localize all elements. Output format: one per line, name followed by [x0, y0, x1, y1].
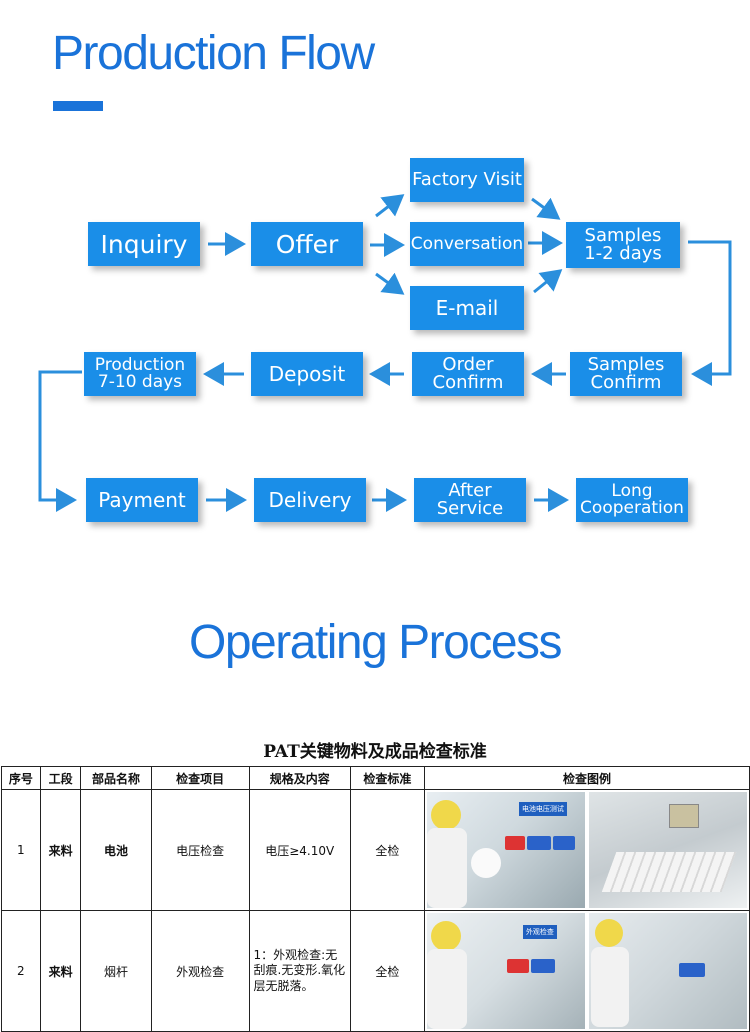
- step-long-cooperation: Long Cooperation: [576, 478, 688, 522]
- header-item: 检查项目: [150, 766, 250, 790]
- inspection-photo: 电池电压测试: [426, 792, 585, 908]
- inspection-table: 序号 工段 部品名称 检查项目 规格及内容 检查标准 检查图例 1 来料 电池 …: [1, 766, 750, 1032]
- step-order-confirm: Order Confirm: [412, 352, 524, 396]
- header-standard: 检查标准: [349, 766, 425, 790]
- arrow-email-samples: [533, 269, 563, 294]
- flow-connectors: [38, 194, 732, 512]
- step-offer: Offer: [251, 222, 363, 266]
- step-after-service: After Service: [414, 478, 526, 522]
- cell-spec: 电压≥4.10V: [248, 789, 351, 911]
- photo-sign: 电池电压测试: [518, 802, 567, 816]
- arrow-production-payment: [38, 370, 82, 512]
- cell-part: 电池: [80, 789, 152, 911]
- inspection-photo: [588, 792, 747, 908]
- cell-standard: 全检: [349, 910, 425, 1032]
- cell-stage: 来料: [39, 789, 82, 911]
- table-row: 1 来料 电池 电压检查 电压≥4.10V 全检 电池电压测试: [1, 789, 750, 911]
- step-conversation: Conversation: [410, 222, 524, 266]
- cell-standard: 全检: [349, 789, 425, 911]
- table-title: PAT关键物料及成品检查标准: [263, 742, 487, 762]
- cell-part: 烟杆: [80, 910, 152, 1032]
- arrow-offer-email: [375, 272, 405, 295]
- step-email: E-mail: [410, 286, 524, 330]
- cell-spec: 1：外观检查:无刮痕.无变形.氧化层无脱落。: [248, 910, 351, 1032]
- step-samples: Samples 1-2 days: [566, 222, 680, 268]
- cell-no: 1: [1, 789, 41, 911]
- cell-photos: 电池电压测试: [423, 789, 750, 911]
- arrow-offer-factory: [375, 194, 405, 218]
- page-title: Production Flow: [52, 27, 375, 80]
- arrow-samples-samplesconfirm: [688, 240, 732, 386]
- step-payment: Payment: [86, 478, 198, 522]
- cell-no: 2: [1, 910, 41, 1032]
- arrow-factory-samples: [531, 197, 561, 220]
- header-photos: 检查图例: [423, 766, 750, 790]
- cell-item: 电压检查: [150, 789, 250, 911]
- step-inquiry: Inquiry: [88, 222, 200, 266]
- inspection-photo: [588, 913, 747, 1029]
- cell-photos: 外观检查: [423, 910, 750, 1032]
- step-delivery: Delivery: [254, 478, 366, 522]
- title-underline: [53, 101, 103, 111]
- cell-stage: 来料: [39, 910, 82, 1032]
- step-samples-confirm: Samples Confirm: [570, 352, 682, 396]
- step-factory-visit: Factory Visit: [410, 158, 524, 202]
- step-production: Production 7-10 days: [84, 352, 196, 396]
- header-stage: 工段: [39, 766, 82, 790]
- step-deposit: Deposit: [251, 352, 363, 396]
- section-title: Operating Process: [188, 616, 563, 669]
- header-part: 部品名称: [80, 766, 152, 790]
- header-spec: 规格及内容: [248, 766, 351, 790]
- inspection-photo: 外观检查: [426, 913, 585, 1029]
- header-no: 序号: [1, 766, 41, 790]
- photo-sign: 外观检查: [522, 925, 557, 939]
- table-row: 2 来料 烟杆 外观检查 1：外观检查:无刮痕.无变形.氧化层无脱落。 全检 外…: [1, 910, 750, 1032]
- cell-item: 外观检查: [150, 910, 250, 1032]
- table-header-row: 序号 工段 部品名称 检查项目 规格及内容 检查标准 检查图例: [1, 766, 750, 790]
